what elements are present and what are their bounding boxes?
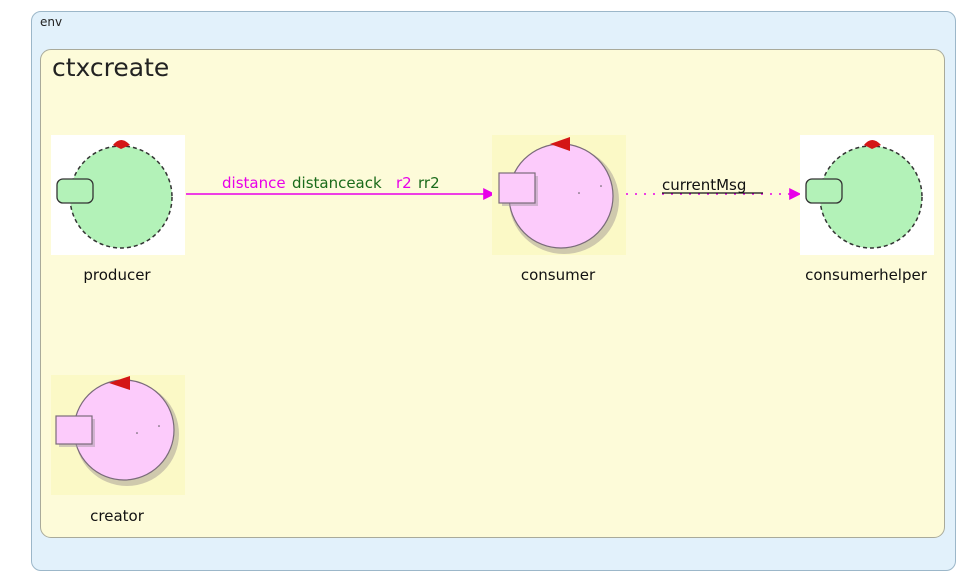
actor-consumer-label: consumer (520, 266, 596, 284)
message-distanceack[interactable]: distanceack (292, 174, 382, 192)
actor-producer[interactable] (51, 135, 185, 255)
context-title: ctxcreate (52, 53, 170, 82)
actor-consumer[interactable] (492, 135, 626, 255)
message-r2[interactable]: r2 (396, 174, 412, 192)
actor-consumerhelper-label: consumerhelper (805, 266, 927, 284)
context-ctxcreate[interactable]: ctxcreate (40, 49, 945, 538)
message-rr2[interactable]: rr2 (418, 174, 440, 192)
actor-consumer-shape (492, 135, 626, 255)
actor-creator[interactable] (51, 375, 185, 495)
actor-consumerhelper-shape (800, 135, 934, 255)
actor-creator-label: creator (90, 507, 144, 525)
message-distance[interactable]: distance (222, 174, 286, 192)
actor-producer-label: producer (83, 266, 151, 284)
message-currentmsg[interactable]: currentMsg (662, 176, 747, 194)
actor-producer-shape (51, 135, 185, 255)
env-label: env (40, 15, 63, 29)
link-layer (186, 188, 802, 200)
actor-creator-shape (51, 375, 185, 495)
actor-consumerhelper[interactable] (800, 135, 934, 255)
